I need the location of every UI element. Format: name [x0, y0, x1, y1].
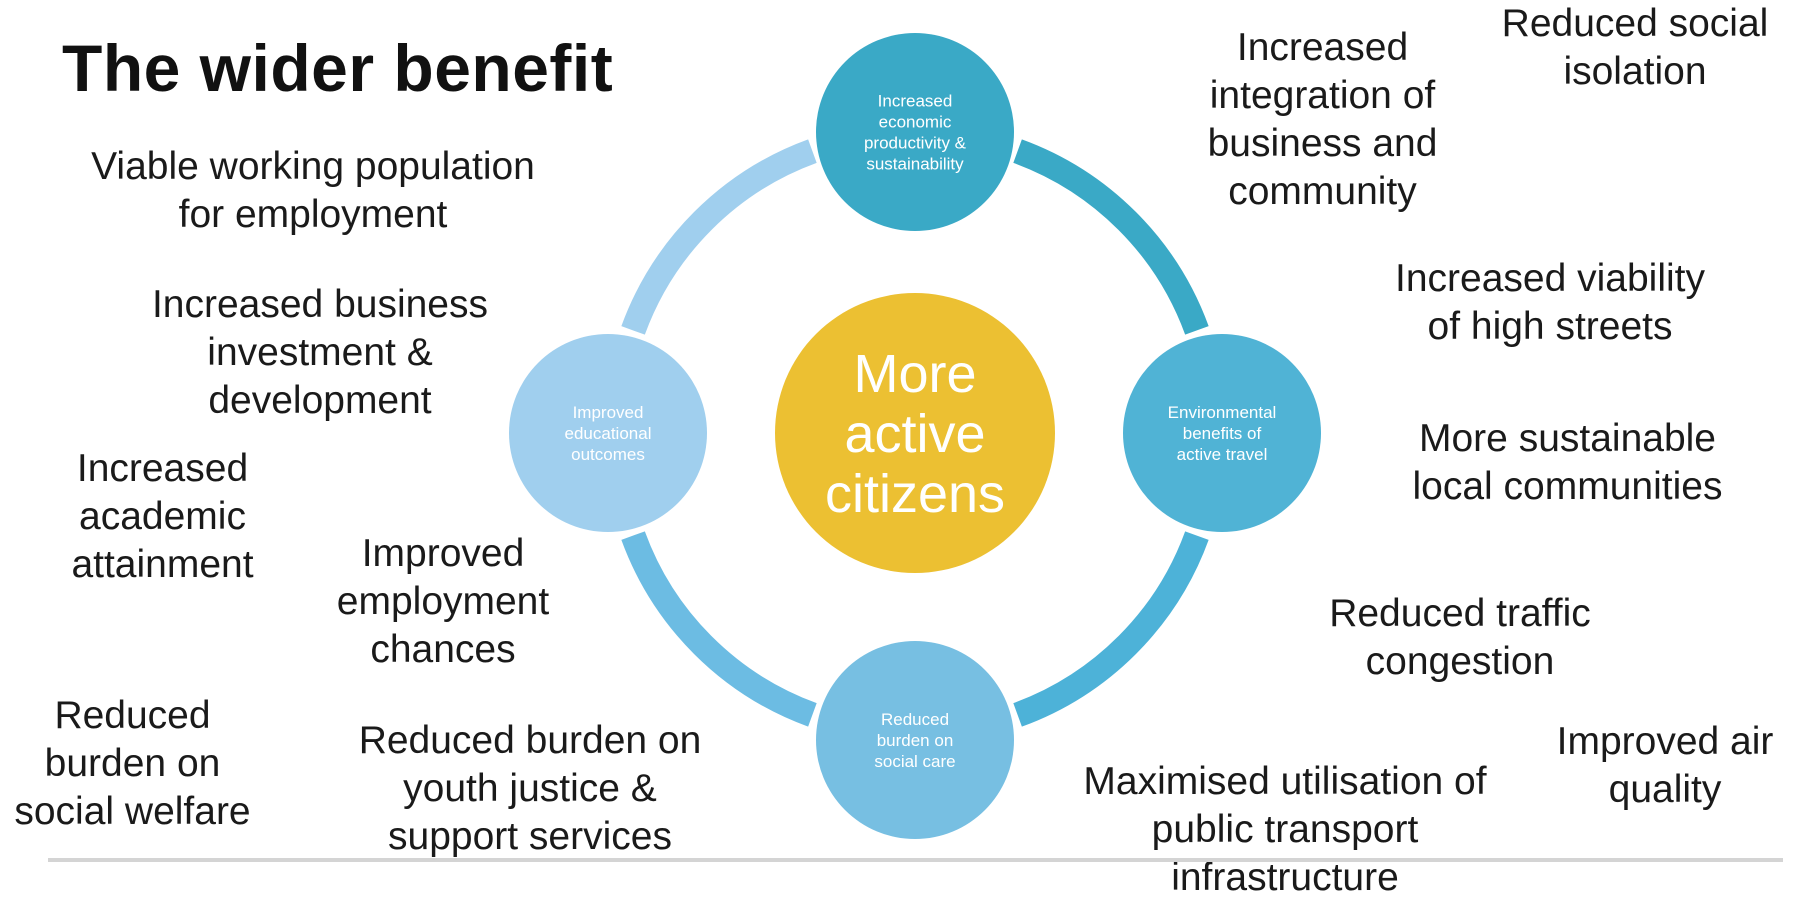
benefit-business-investment: Increased business investment & developm… — [151, 283, 489, 422]
benefit-sustainable-communities: More sustainable local communities — [1412, 417, 1723, 508]
benefit-social-isolation: Reduced social isolation — [1501, 2, 1769, 93]
benefit-employment-chances: Improved employment chances — [336, 532, 550, 671]
node-left-circle — [509, 334, 707, 532]
ring-arc-bottom-left — [621, 531, 817, 727]
benefit-business-community-integration: Increased integration of business and co… — [1207, 26, 1438, 213]
benefit-viable-working-population: Viable working population for employment — [91, 145, 535, 236]
benefit-youth-justice: Reduced burden on youth justice & suppor… — [358, 719, 702, 858]
benefit-academic-attainment: Increased academic attainment — [71, 447, 254, 586]
benefit-high-streets: Increased viability of high streets — [1395, 257, 1705, 348]
benefit-public-transport: Maximised utilisation of public transpor… — [1083, 760, 1487, 899]
page-title: The wider benefit — [62, 31, 614, 105]
benefit-air-quality: Improved air quality — [1556, 720, 1774, 811]
ring-segments — [621, 139, 1209, 727]
benefit-social-welfare: Reduced burden on social welfare — [14, 694, 251, 833]
node-top-circle — [816, 33, 1014, 231]
benefit-traffic-congestion: Reduced traffic congestion — [1329, 592, 1591, 683]
footer-divider — [48, 858, 1783, 862]
center-circle — [775, 293, 1055, 573]
node-right-circle — [1123, 334, 1321, 532]
node-bottom-circle — [816, 641, 1014, 839]
ring-arc-right-bottom — [1013, 531, 1209, 727]
ring-arc-left-top — [621, 139, 817, 335]
ring-arc-top-right — [1013, 139, 1209, 335]
